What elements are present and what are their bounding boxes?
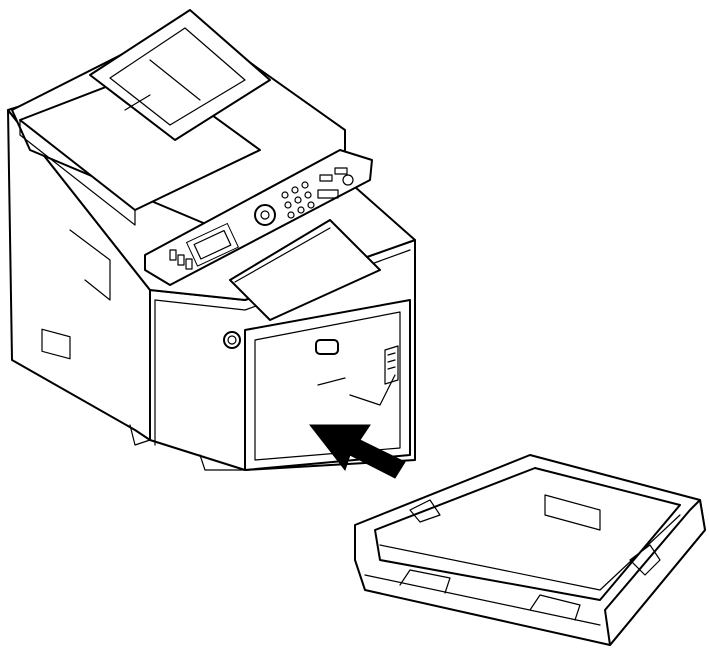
navigation-dial — [254, 204, 276, 226]
insert-direction-arrow — [308, 424, 406, 479]
power-button — [223, 331, 241, 349]
keypad — [169, 167, 354, 270]
drawer-handle — [315, 339, 339, 355]
tray-front-panel — [604, 499, 706, 646]
side-vent — [41, 328, 71, 360]
scanner-unit — [11, 9, 373, 286]
output-tray — [229, 219, 381, 321]
paper-tray — [354, 454, 706, 646]
